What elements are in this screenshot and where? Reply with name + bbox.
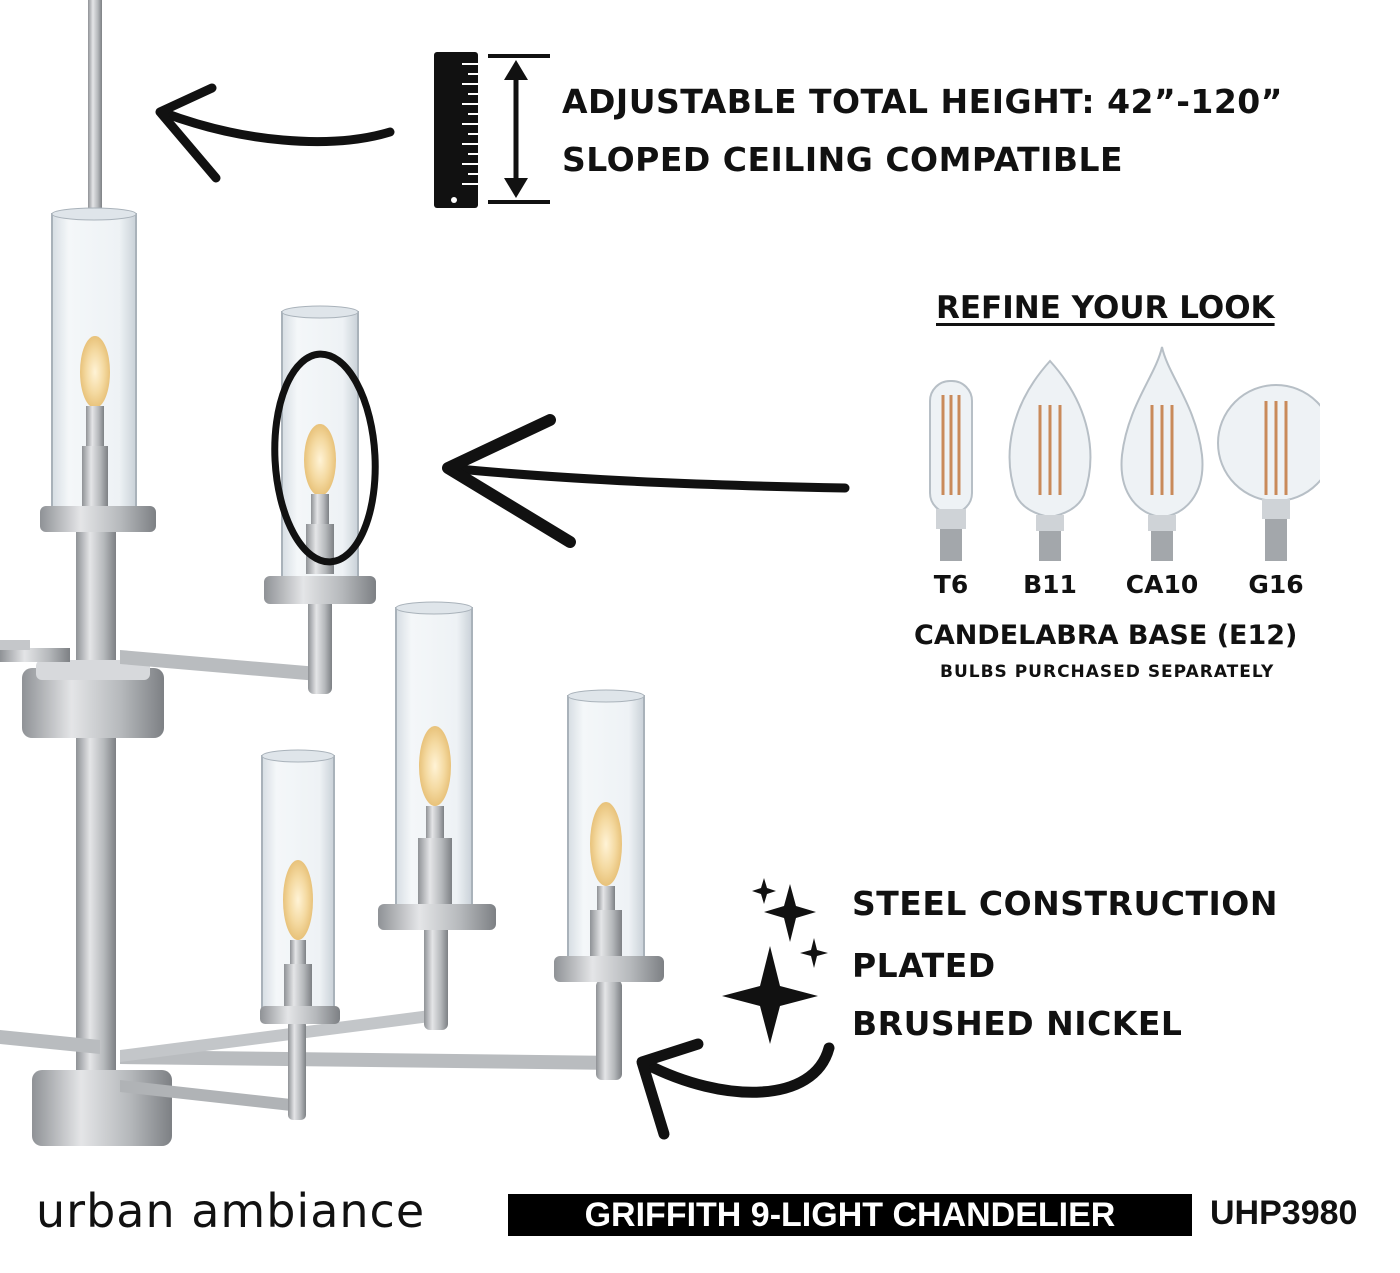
- construction-line3: BRUSHED NICKEL: [852, 1004, 1183, 1043]
- height-feature-line1: ADJUSTABLE TOTAL HEIGHT: 42”-120”: [562, 82, 1283, 121]
- brand-logo: urban ambiance: [36, 1184, 426, 1238]
- ruler-height-icon: [432, 50, 554, 216]
- arrow-left-icon: [155, 83, 395, 183]
- product-name: GRIFFITH 9-LIGHT CHANDELIER: [584, 1196, 1116, 1234]
- bulb-label-b11: B11: [1023, 570, 1077, 599]
- bulb-b11-icon: [1008, 359, 1092, 561]
- base-label: CANDELABRA BASE (E12): [914, 620, 1298, 651]
- refine-title: REFINE YOUR LOOK: [936, 290, 1275, 326]
- construction-line2: PLATED: [852, 946, 996, 985]
- sparkle-icon: [722, 878, 828, 1044]
- product-name-bar: GRIFFITH 9-LIGHT CHANDELIER: [508, 1194, 1192, 1236]
- construction-line1: STEEL CONSTRUCTION: [852, 884, 1278, 923]
- curved-arrow-icon: [636, 1038, 835, 1140]
- bulb-label-g16: G16: [1248, 570, 1304, 599]
- bulb-g16-icon: [1217, 384, 1335, 561]
- bulbs-note: BULBS PURCHASED SEPARATELY: [940, 662, 1275, 682]
- product-sku: UHP3980: [1210, 1194, 1358, 1232]
- height-feature-line2: SLOPED CEILING COMPATIBLE: [562, 140, 1124, 179]
- bulb-ca10-icon: [1120, 346, 1204, 561]
- arrow-left-icon: [442, 414, 850, 548]
- chandelier-illustration: [0, 0, 664, 1146]
- bulb-label-ca10: CA10: [1125, 570, 1199, 599]
- bulb-t6-icon: [929, 380, 973, 561]
- bulb-options: [900, 345, 1335, 579]
- bulb-label-t6: T6: [933, 570, 969, 599]
